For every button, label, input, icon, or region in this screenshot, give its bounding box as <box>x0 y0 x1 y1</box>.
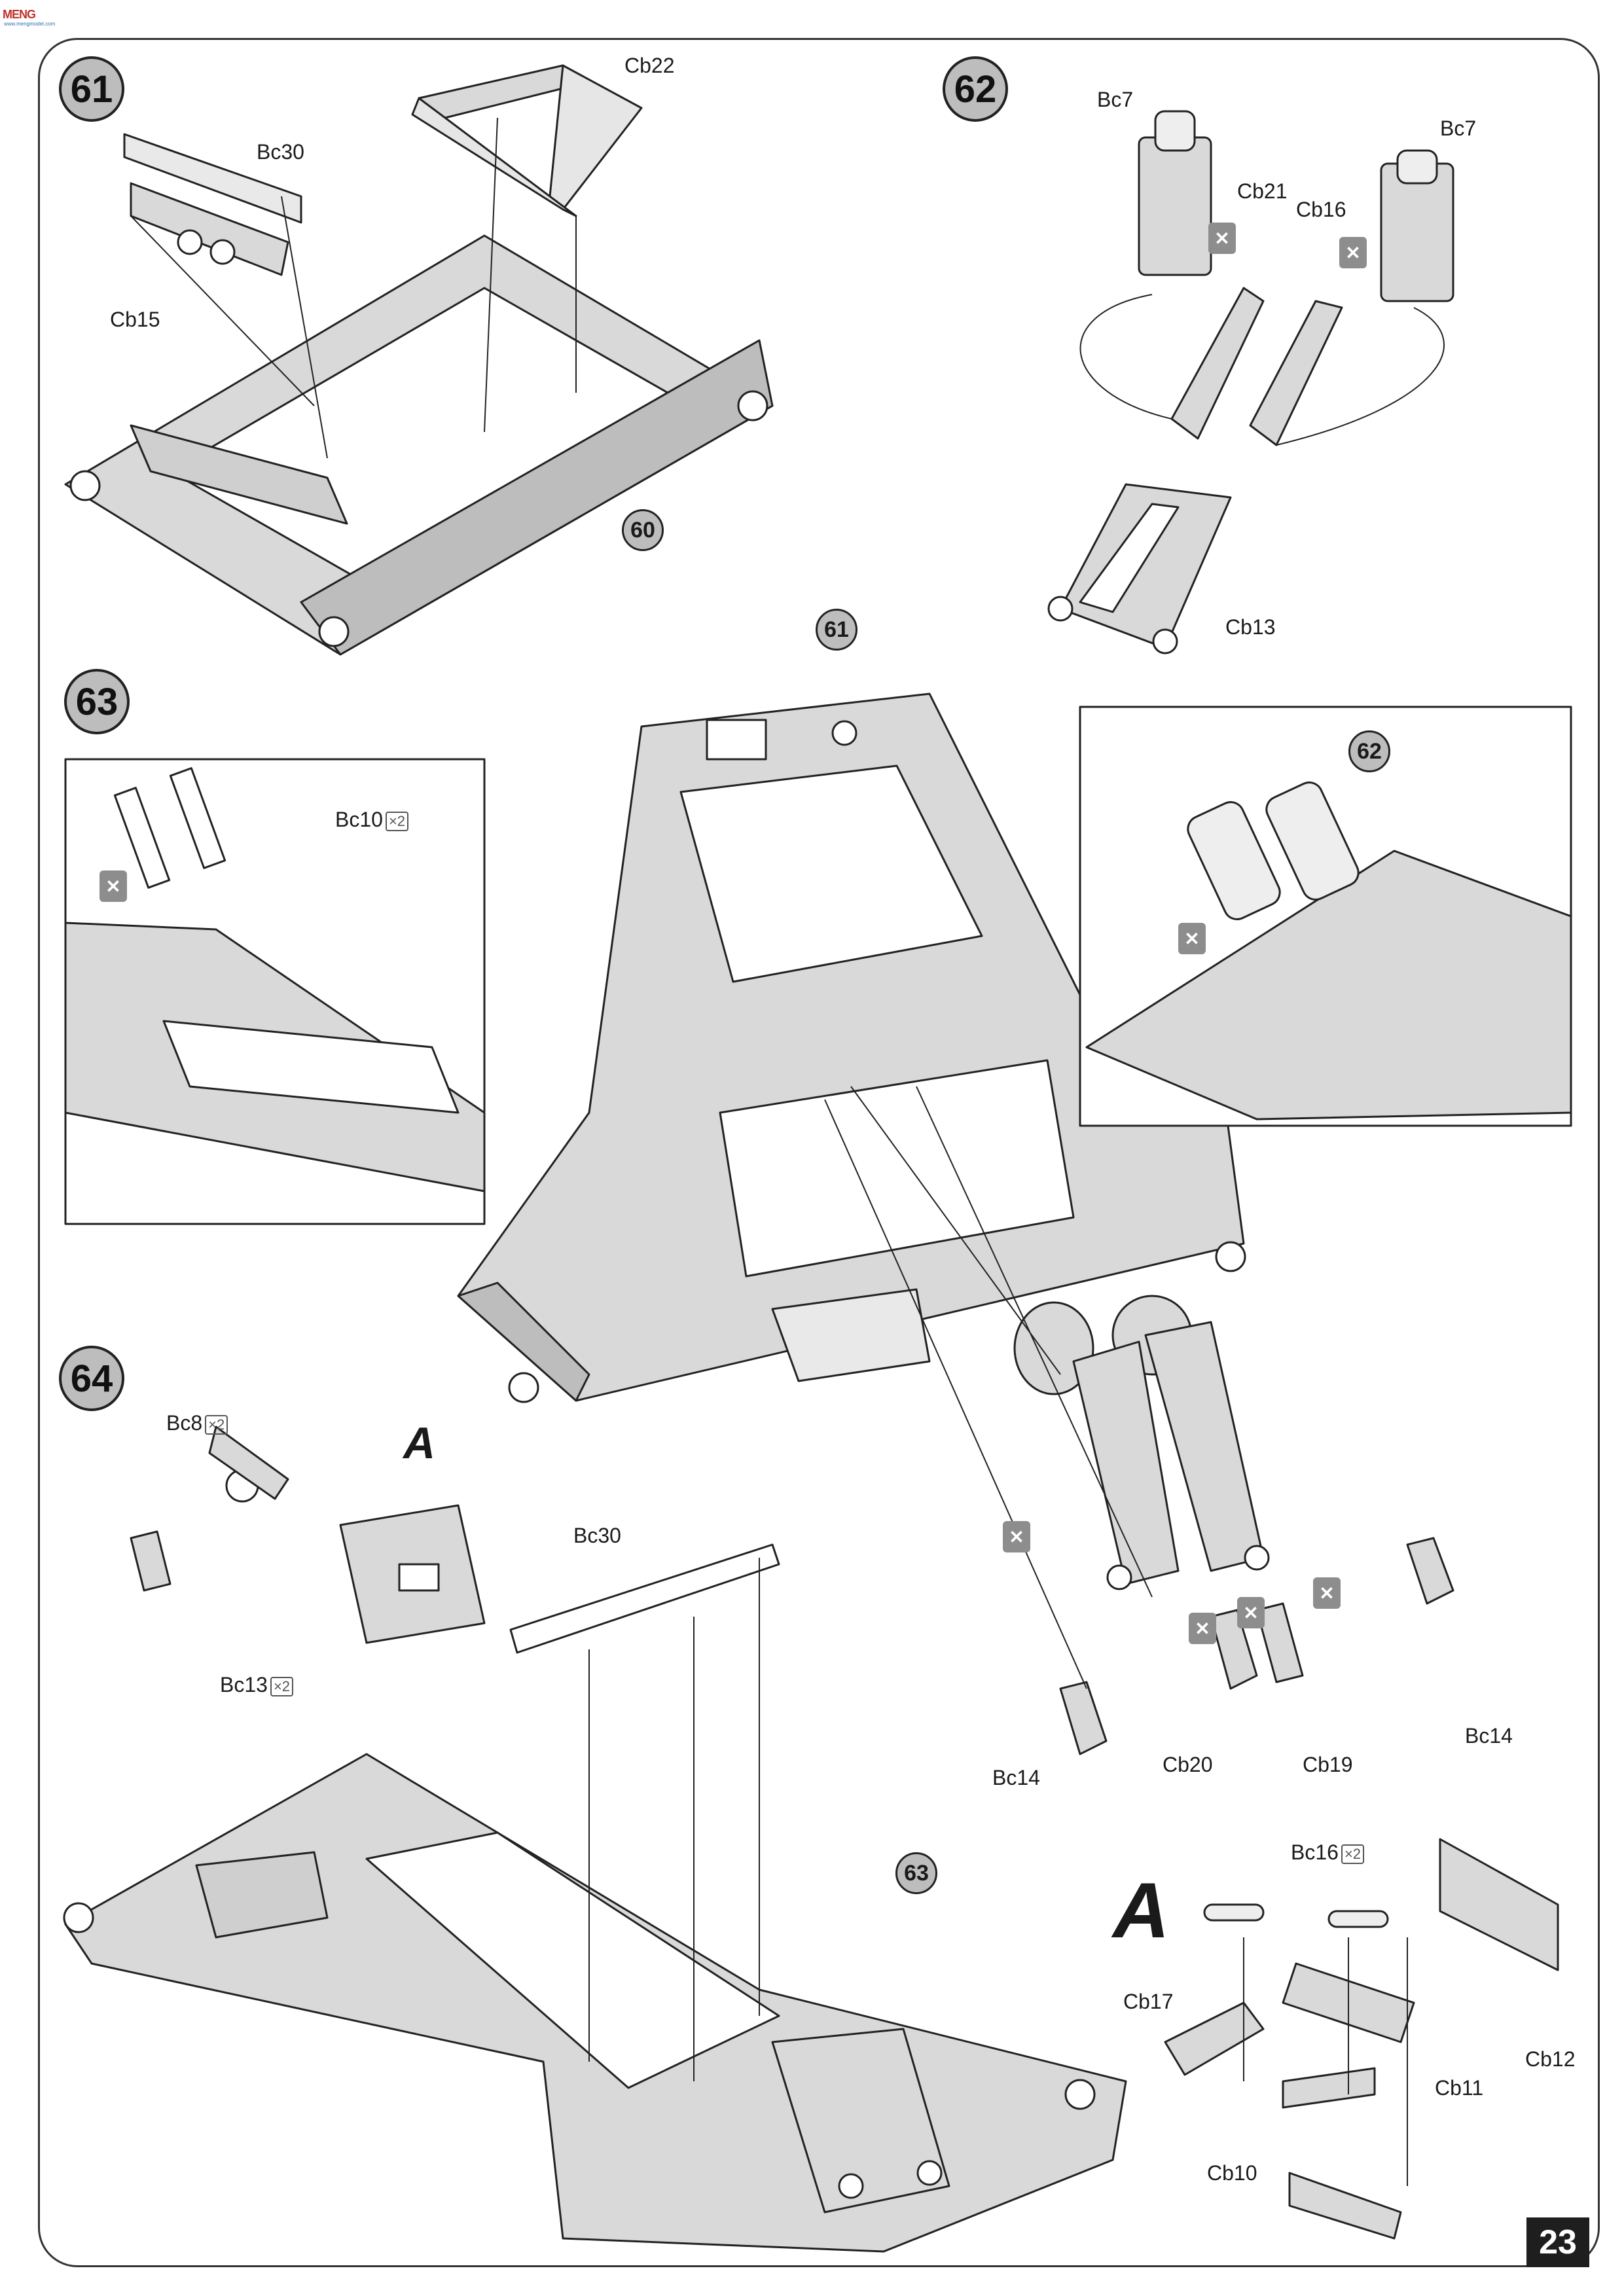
no-glue-icon: ✕ <box>1189 1613 1216 1644</box>
part-label-cb19: Cb19 <box>1303 1753 1353 1776</box>
part-label-cb15: Cb15 <box>110 308 160 331</box>
step63-part-cb20 <box>1210 1609 1258 1690</box>
part-label-bc16-text: Bc16 <box>1291 1840 1339 1864</box>
no-glue-icon: ✕ <box>1313 1577 1341 1609</box>
step-number-63: 63 <box>64 669 130 734</box>
part-label-cb10: Cb10 <box>1207 2161 1257 2185</box>
no-glue-icon: ✕ <box>1237 1597 1265 1628</box>
brand-logo: MENG www.mengmodel.com <box>3 3 62 29</box>
step61-frame-part <box>64 234 774 656</box>
step62-arm-cb16 <box>1249 300 1343 446</box>
step63-part-cb19 <box>1255 1602 1304 1683</box>
ref-number-63: 63 <box>895 1852 937 1894</box>
part-label-bc14-right: Bc14 <box>1465 1724 1513 1748</box>
part-label-bc14-left: Bc14 <box>992 1766 1040 1789</box>
step63-inset-right-content <box>1085 781 1572 1121</box>
part-label-cb12: Cb12 <box>1525 2047 1576 2071</box>
subA-part-cb17 <box>1164 2001 1265 2076</box>
part-label-bc7-left: Bc7 <box>1097 88 1134 111</box>
step62-arm-cb21 <box>1170 287 1265 440</box>
quantity-badge: ×2 <box>385 811 409 831</box>
step64-housing <box>339 1504 486 1644</box>
part-label-bc8: Bc8×2 <box>166 1411 228 1435</box>
no-glue-icon: ✕ <box>1208 223 1236 254</box>
page-number: 23 <box>1526 2217 1589 2267</box>
step63-inset-left-content <box>64 767 486 1193</box>
part-label-bc7-right: Bc7 <box>1440 117 1477 140</box>
quantity-badge: ×2 <box>1341 1844 1365 1864</box>
part-label-bc10: Bc10×2 <box>335 808 409 832</box>
subA-part-bc16-b <box>1327 1910 1389 1928</box>
step63-plate <box>771 1288 931 1382</box>
no-glue-icon: ✕ <box>99 870 127 902</box>
no-glue-icon: ✕ <box>1178 923 1206 954</box>
part-label-bc10-text: Bc10 <box>335 808 383 831</box>
quantity-badge: ×2 <box>205 1414 228 1435</box>
part-label-cb16: Cb16 <box>1296 198 1346 221</box>
step61-crossbar-cb22 <box>411 64 643 217</box>
step62-base-cb13 <box>1047 483 1232 655</box>
subassembly-a-title: A <box>1113 1867 1170 1954</box>
no-glue-icon: ✕ <box>1339 237 1367 268</box>
step-number-64: 64 <box>59 1346 124 1411</box>
step62-cylinder-left <box>1138 110 1212 276</box>
step64-chassis <box>63 1753 1127 2253</box>
part-label-cb17: Cb17 <box>1123 1990 1174 2013</box>
part-label-cb22: Cb22 <box>624 54 675 77</box>
quantity-badge: ×2 <box>270 1676 294 1696</box>
subA-part-cb10 <box>1288 2172 1402 2240</box>
brand-logo-text: MENG <box>3 8 36 21</box>
ref-number-60: 60 <box>622 509 664 551</box>
brand-logo-sub: www.mengmodel.com <box>4 21 56 27</box>
no-glue-icon: ✕ <box>1003 1521 1030 1552</box>
part-label-bc30-step64: Bc30 <box>573 1524 621 1547</box>
part-label-cb13: Cb13 <box>1225 615 1276 639</box>
step-number-61: 61 <box>59 56 124 122</box>
step63-lever-assembly <box>1013 1295 1270 1590</box>
step63-chassis <box>457 692 1246 1403</box>
ref-number-62: 62 <box>1348 730 1390 772</box>
part-label-bc13: Bc13×2 <box>220 1673 294 1697</box>
part-label-bc13-text: Bc13 <box>220 1673 268 1696</box>
step-number-62: 62 <box>943 56 1008 122</box>
subA-part-cb12 <box>1439 1838 1559 1971</box>
part-label-cb11: Cb11 <box>1435 2076 1484 2100</box>
part-label-bc30: Bc30 <box>257 140 304 164</box>
step62-cylinder-right <box>1380 149 1454 302</box>
subA-part-bc16-a <box>1203 1903 1265 1922</box>
leader-lines <box>130 117 1408 2186</box>
step63-part-bc14-right <box>1406 1537 1454 1605</box>
step63-part-bc14-left <box>1059 1681 1108 1755</box>
subassembly-marker-a: A <box>403 1418 436 1468</box>
part-label-cb21: Cb21 <box>1237 179 1288 203</box>
part-label-bc16: Bc16×2 <box>1291 1840 1365 1865</box>
step61-bracket-bc30 <box>123 133 302 276</box>
step64-rear-lever <box>771 2028 950 2214</box>
part-label-cb20: Cb20 <box>1163 1753 1213 1776</box>
ref-number-61: 61 <box>816 609 857 651</box>
step64-bracket-bc30 <box>509 1543 780 1654</box>
step64-bc8-pieces <box>130 1426 289 1592</box>
part-label-bc8-text: Bc8 <box>166 1411 203 1435</box>
